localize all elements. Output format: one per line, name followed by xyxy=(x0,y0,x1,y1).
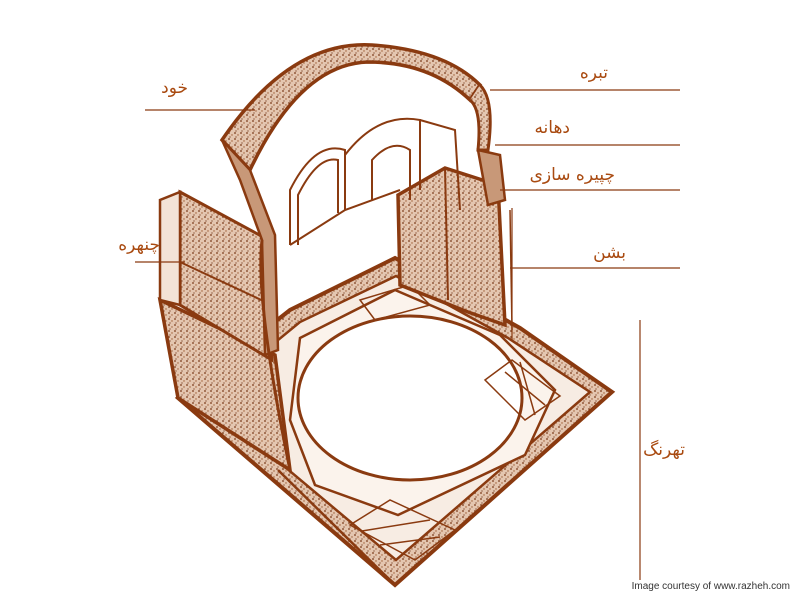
image-credit: Image courtesy of www.razheh.com xyxy=(631,581,790,592)
dome xyxy=(219,43,492,174)
diagram-labels: خود تبره دهانه چپیره سازی چنهره بشن تهرن… xyxy=(118,63,685,460)
label-taharang: تهرنگ xyxy=(643,439,685,460)
right-pier xyxy=(476,148,507,207)
floor-edge xyxy=(277,391,613,586)
label-khod: خود xyxy=(161,78,188,98)
label-tabreh: تبره xyxy=(580,63,608,83)
inner-arches xyxy=(289,117,461,246)
label-chanhreh: چنهره xyxy=(118,235,160,255)
octagon-base xyxy=(288,284,562,561)
front-pier xyxy=(220,139,292,471)
label-dahaneh: دهانه xyxy=(534,118,570,138)
leader-lines xyxy=(135,89,680,580)
right-wall xyxy=(396,166,513,331)
label-bashan: بشن xyxy=(593,243,626,263)
label-chehreh-sazi: چپیره سازی xyxy=(530,165,615,185)
